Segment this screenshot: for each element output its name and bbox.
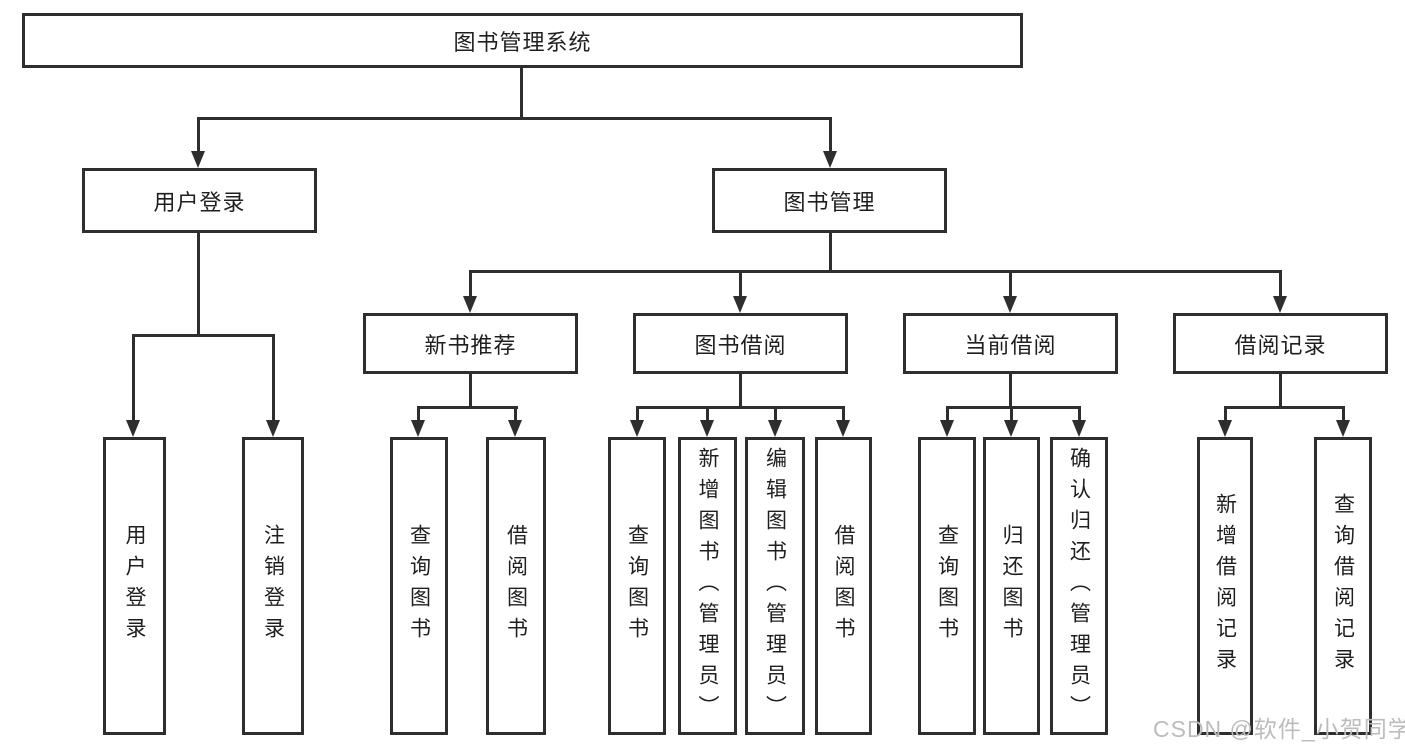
arrow-down — [1336, 420, 1350, 437]
arrow-down — [1003, 296, 1017, 313]
arrow-down — [836, 420, 850, 437]
line-drop — [739, 270, 742, 298]
leaf-borrow-query: 查询图书 — [608, 437, 666, 735]
node-user-login-label: 用户登录 — [153, 189, 246, 215]
node-book-management: 图书管理 — [712, 168, 947, 233]
leaf-borrow-borrow: 借阅图书 — [815, 437, 872, 735]
leaf-borrow-add-admin: 新增图书（管理员） — [678, 437, 737, 735]
arrow-down — [1218, 420, 1232, 437]
arrow-down — [411, 420, 425, 437]
leaf-current-query-label: 查询图书 — [935, 524, 959, 648]
leaf-borrow-edit-admin-label: 编辑图书（管理员） — [763, 446, 787, 726]
line-userlogin-branch — [132, 334, 275, 337]
line-drop — [842, 406, 845, 422]
leaf-records-query-label: 查询借阅记录 — [1331, 493, 1355, 679]
arrow-down — [266, 420, 280, 437]
line-root-stem — [520, 68, 523, 118]
arrow-down — [823, 151, 837, 168]
arrow-down — [463, 296, 477, 313]
line-newbooks-stem — [469, 374, 472, 409]
arrow-down — [1273, 296, 1287, 313]
node-book-borrow-label: 图书借阅 — [694, 332, 787, 358]
leaf-newbooks-borrow: 借阅图书 — [486, 437, 546, 735]
leaf-records-add: 新增借阅记录 — [1197, 437, 1253, 735]
line-bookmgmt-stem — [829, 233, 832, 273]
line-drop — [469, 270, 472, 298]
line-drop — [417, 406, 420, 422]
line-drop — [1279, 270, 1282, 298]
leaf-borrow-query-label: 查询图书 — [625, 524, 649, 648]
leaf-newbooks-query: 查询图书 — [390, 437, 448, 735]
leaf-borrow-add-admin-label: 新增图书（管理员） — [696, 446, 719, 726]
leaf-newbooks-borrow-label: 借阅图书 — [504, 524, 528, 648]
node-new-books-label: 新书推荐 — [424, 332, 517, 358]
arrow-down — [768, 420, 782, 437]
node-new-books: 新书推荐 — [363, 313, 578, 374]
leaf-borrow-edit-admin: 编辑图书（管理员） — [745, 437, 805, 735]
line-drop — [636, 406, 639, 422]
line-drop — [706, 406, 709, 422]
line-currentborrow-branch — [946, 406, 1081, 409]
line-bookborrow-branch — [636, 406, 845, 409]
line-drop — [1009, 270, 1012, 298]
node-book-management-label: 图书管理 — [783, 189, 876, 215]
leaf-current-confirm-admin: 确认归还（管理员） — [1050, 437, 1108, 735]
leaf-current-query: 查询图书 — [918, 437, 976, 735]
leaf-borrow-borrow-label: 借阅图书 — [832, 524, 855, 648]
leaf-records-query: 查询借阅记录 — [1314, 437, 1372, 735]
node-current-borrow: 当前借阅 — [903, 313, 1118, 374]
csdn-watermark: CSDN @软件_小贺同学 — [1153, 716, 1405, 742]
arrow-down — [191, 151, 205, 168]
arrow-down — [700, 420, 714, 437]
line-drop — [946, 406, 949, 422]
line-drop — [197, 117, 200, 154]
line-drop — [1010, 406, 1013, 422]
line-bookborrow-stem — [739, 374, 742, 409]
arrow-down — [1004, 420, 1018, 437]
node-borrow-records-label: 借阅记录 — [1234, 332, 1327, 358]
arrow-down — [733, 296, 747, 313]
arrow-down — [940, 420, 954, 437]
line-drop — [514, 406, 517, 422]
node-borrow-records: 借阅记录 — [1173, 313, 1388, 374]
arrow-down — [630, 420, 644, 437]
leaf-logout-label: 注销登录 — [261, 524, 285, 648]
leaf-user-login-label: 用户登录 — [123, 524, 146, 648]
line-currentborrow-stem — [1009, 374, 1012, 409]
node-root: 图书管理系统 — [22, 13, 1023, 68]
leaf-current-return-label: 归还图书 — [1000, 524, 1023, 648]
leaf-user-login: 用户登录 — [103, 437, 166, 735]
line-bookmgmt-branch — [469, 270, 1282, 273]
node-book-borrow: 图书借阅 — [633, 313, 848, 374]
line-drop — [774, 406, 777, 422]
line-borrowrecords-branch — [1224, 406, 1345, 409]
line-drop — [132, 334, 135, 422]
arrow-down — [508, 420, 522, 437]
line-newbooks-branch — [417, 406, 518, 409]
leaf-records-add-label: 新增借阅记录 — [1213, 493, 1237, 679]
line-root-branch — [197, 117, 832, 120]
line-drop — [1078, 406, 1081, 422]
line-drop — [1224, 406, 1227, 422]
node-root-label: 图书管理系统 — [453, 29, 592, 55]
arrow-down — [1072, 420, 1086, 437]
line-userlogin-stem — [197, 233, 200, 335]
leaf-current-return: 归还图书 — [983, 437, 1040, 735]
node-user-login: 用户登录 — [82, 168, 317, 233]
leaf-logout: 注销登录 — [242, 437, 304, 735]
node-current-borrow-label: 当前借阅 — [964, 332, 1057, 358]
line-drop — [272, 334, 275, 422]
arrow-down — [126, 420, 140, 437]
line-borrowrecords-stem — [1279, 374, 1282, 409]
leaf-newbooks-query-label: 查询图书 — [407, 524, 431, 648]
leaf-current-confirm-admin-label: 确认归还（管理员） — [1067, 446, 1091, 726]
line-drop — [1342, 406, 1345, 422]
line-drop — [829, 117, 832, 154]
